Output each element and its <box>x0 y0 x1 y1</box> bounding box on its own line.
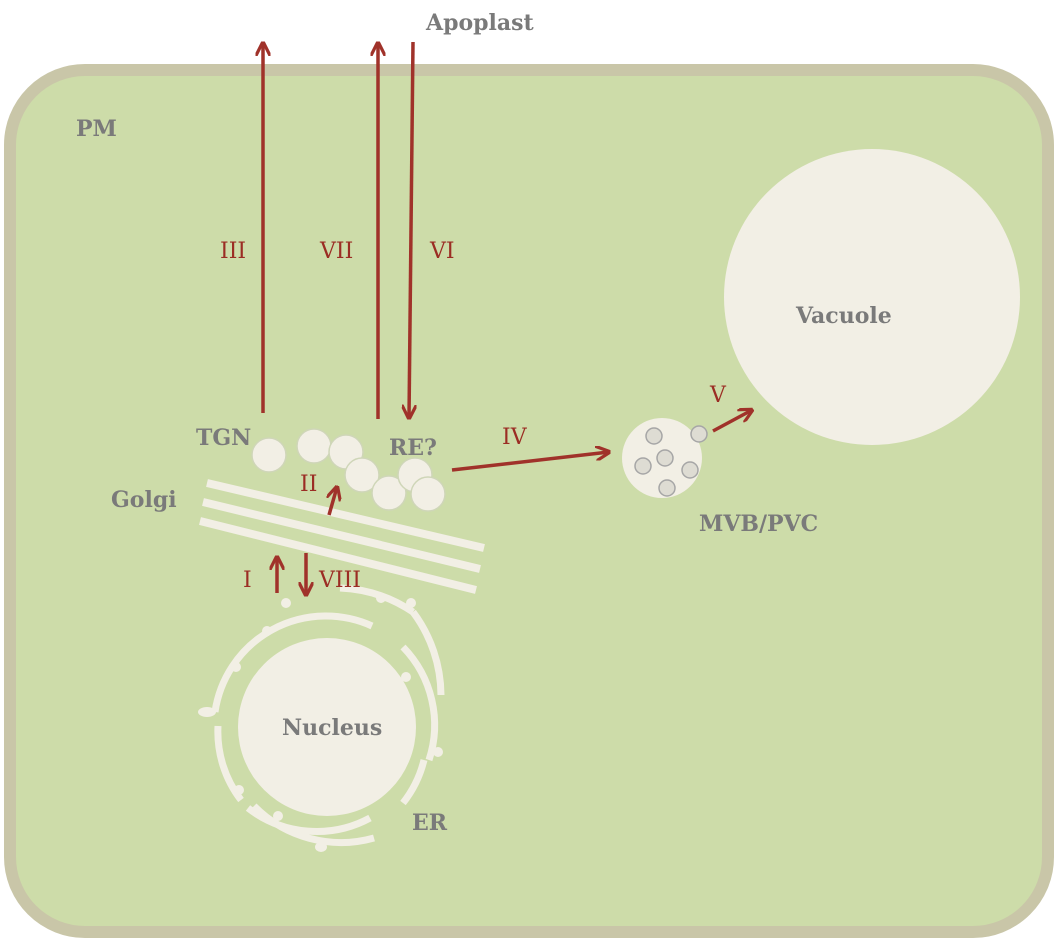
nucleus-label: Nucleus <box>282 715 382 741</box>
er-label: ER <box>412 810 448 836</box>
pathway-i-label: I <box>243 568 252 593</box>
pathway-iii-label: III <box>220 239 246 264</box>
vacuole-label: Vacuole <box>795 303 892 329</box>
mvb-pvc-label: MVB/PVC <box>699 511 818 537</box>
golgi-label: Golgi <box>111 487 177 513</box>
pathway-viii-label: VIII <box>318 568 361 593</box>
pathway-vii-label: VII <box>319 239 353 264</box>
vacuole <box>724 149 1020 445</box>
tgn-label: TGN <box>196 425 251 451</box>
pathway-vi-label: VI <box>429 239 455 264</box>
pathway-ii-label: II <box>300 472 317 497</box>
apoplast-label: Apoplast <box>425 10 535 36</box>
pathway-iv-label: IV <box>502 425 528 450</box>
pathway-v-label: V <box>709 383 727 408</box>
pm-label: PM <box>76 116 117 142</box>
re-label: RE? <box>389 435 437 461</box>
